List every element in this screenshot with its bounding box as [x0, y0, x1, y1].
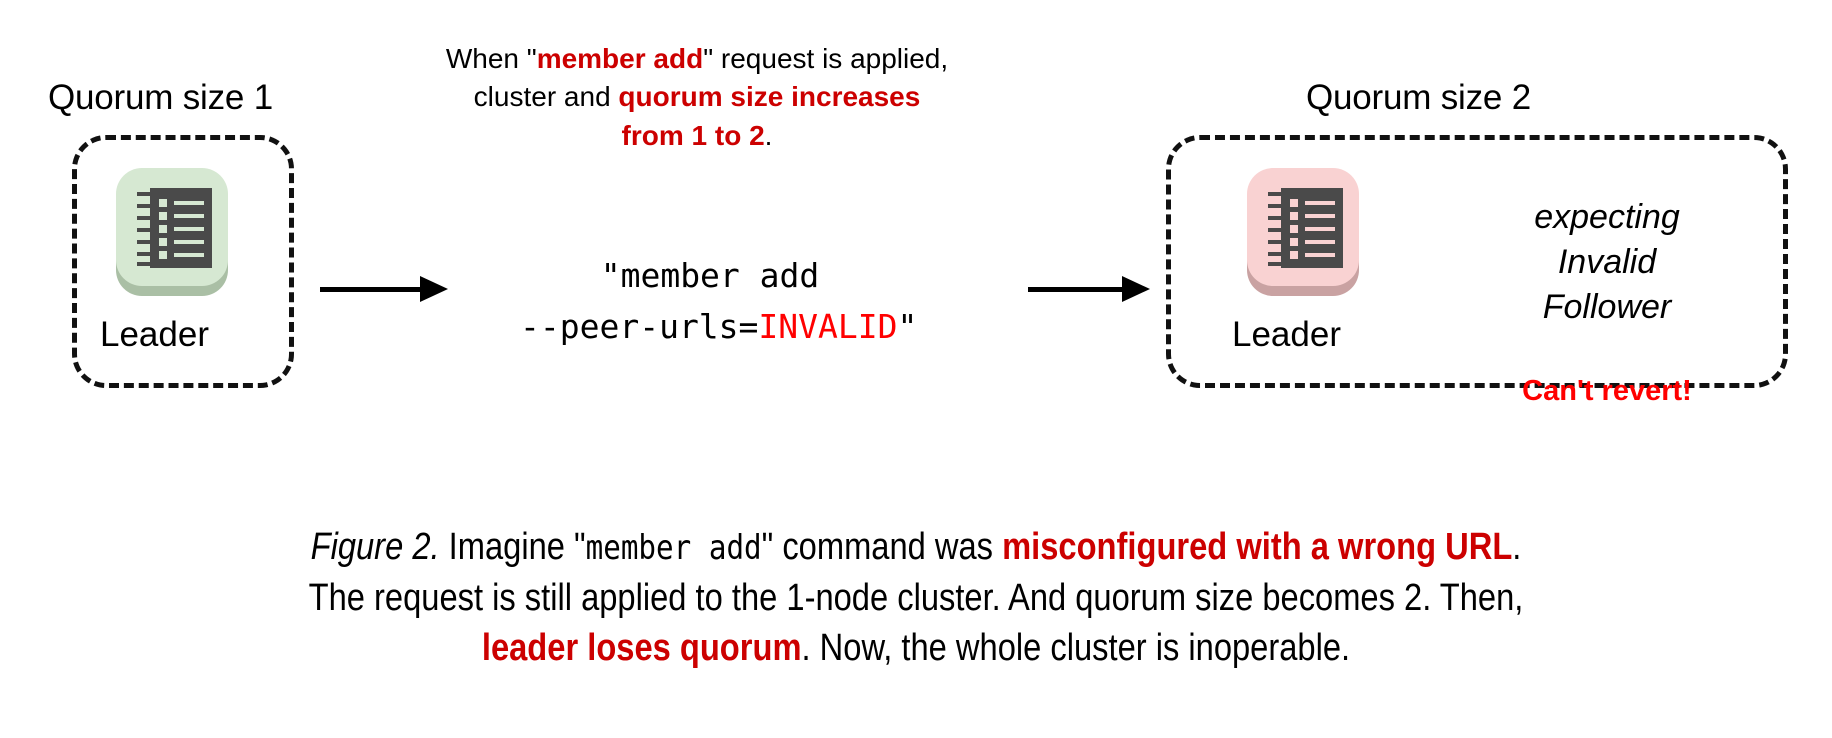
- caption-l1b: " command was: [761, 526, 1003, 568]
- command-text: "member add --peer-urls=INVALID": [520, 250, 917, 352]
- annotation-line1-post: " request is applied,: [703, 43, 949, 74]
- caption-emph-misconfigured: misconfigured with a wrong URL: [1002, 526, 1513, 568]
- annotation-line2-pre: cluster and: [473, 81, 619, 113]
- server-icon-body: [1268, 188, 1343, 268]
- figure-caption: Figure 2. Imagine "member add" command w…: [180, 522, 1652, 674]
- quorum-size-left-title: Quorum size 1: [48, 78, 273, 117]
- cant-revert-warning: Can't revert!: [1522, 375, 1692, 407]
- command-invalid-token: INVALID: [758, 307, 898, 347]
- annotation-line1-pre: When ": [445, 43, 537, 74]
- caption-l1c: .: [1512, 526, 1522, 568]
- annotation-line3-emph: from 1 to 2: [621, 119, 765, 151]
- annotation-line2-emph: quorum size increases: [618, 81, 921, 113]
- status-line-1: expecting: [1534, 198, 1680, 236]
- command-line2-pre: --peer-urls=: [520, 307, 759, 347]
- cluster-box-right: [1166, 135, 1788, 388]
- caption-line-1: Figure 2. Imagine "member add" command w…: [180, 522, 1652, 573]
- caption-l1a: Imagine ": [439, 526, 586, 568]
- annotation-line1-emph: member add: [536, 43, 704, 74]
- caption-command-mono: member add: [585, 528, 762, 568]
- arrow-right-icon-left: [320, 276, 448, 302]
- caption-emph-leader-loses-quorum: leader loses quorum: [481, 627, 802, 670]
- caption-l3post: . Now, the whole cluster is inoperable.: [801, 627, 1351, 670]
- top-annotation: When "member add" request is applied, cl…: [408, 40, 986, 155]
- quorum-size-right-title: Quorum size 2: [1306, 78, 1531, 117]
- status-line-3: Follower: [1542, 288, 1672, 327]
- follower-status-text: expecting Invalid Follower: [1462, 195, 1752, 331]
- cluster-box-left: [72, 135, 294, 388]
- command-line-2: --peer-urls=INVALID": [520, 301, 917, 352]
- caption-line-3: leader loses quorum. Now, the whole clus…: [180, 623, 1652, 674]
- status-line-2: Invalid: [1557, 243, 1657, 282]
- caption-figure-label: Figure 2.: [310, 526, 440, 568]
- server-icon-body: [137, 188, 212, 268]
- server-icon-green: [116, 168, 228, 296]
- command-line2-post: ": [897, 307, 918, 347]
- arrow-right-icon-right: [1028, 276, 1150, 302]
- caption-line-2: The request is still applied to the 1-no…: [308, 576, 1524, 619]
- node-label-leader-right: Leader: [1232, 315, 1341, 354]
- command-line-1: "member add: [600, 256, 820, 295]
- annotation-line3-post: .: [764, 119, 773, 151]
- server-icon-pink: [1247, 168, 1359, 296]
- node-label-leader-left: Leader: [100, 315, 209, 354]
